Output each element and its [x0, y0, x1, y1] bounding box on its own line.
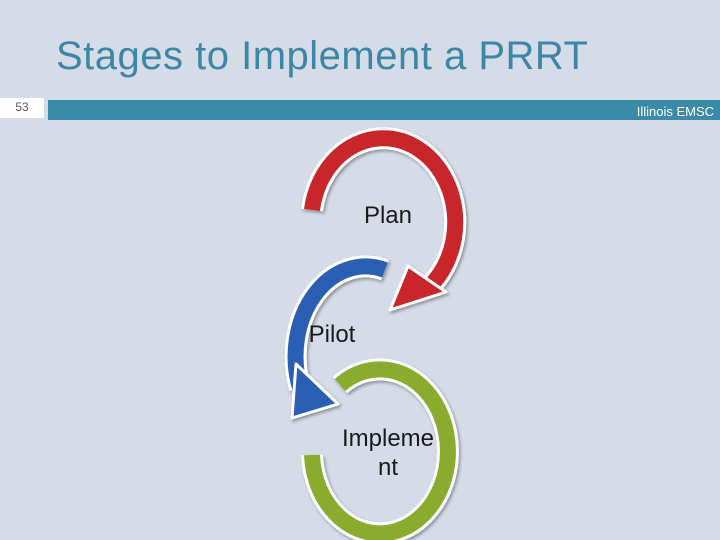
plan-arc	[301, 127, 467, 312]
slide-title: Stages to Implement a PRRT	[56, 34, 589, 78]
stage-label-implement-line2: nt	[378, 454, 398, 481]
implement-arc	[301, 358, 459, 540]
stage-label-pilot: Pilot	[309, 321, 356, 348]
pilot-arrowhead	[290, 362, 340, 420]
stage-label-implement-line1: Impleme	[342, 425, 434, 452]
slide-number: 53	[0, 98, 44, 119]
plan-arrowhead	[388, 264, 448, 312]
footer-text: Illinois EMSC	[636, 104, 714, 119]
stage-label-plan: Plan	[364, 202, 412, 229]
pilot-arc	[284, 255, 389, 420]
header-bar	[48, 100, 720, 120]
